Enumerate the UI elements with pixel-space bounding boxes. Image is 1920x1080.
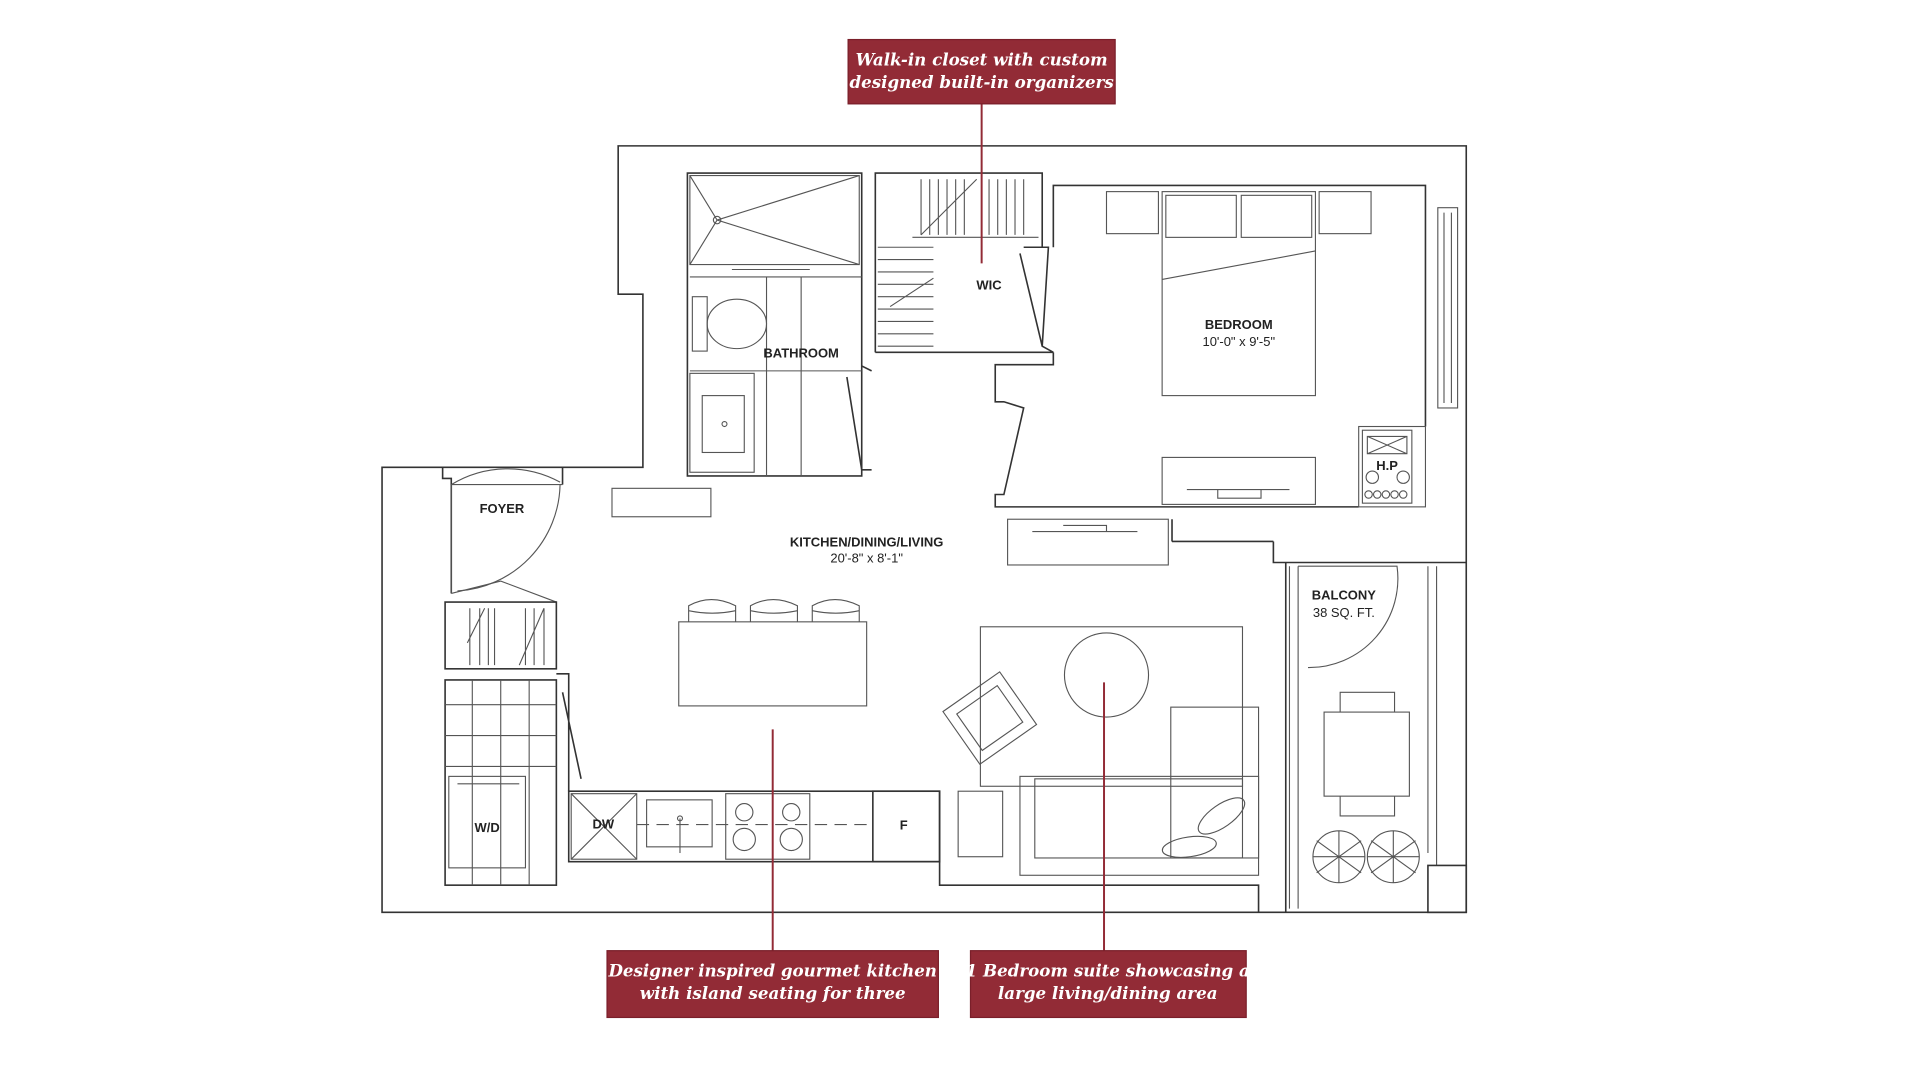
callout-suite: 1 Bedroom suite showcasing a large livin… xyxy=(966,682,1250,1019)
hp-label: H.P xyxy=(1376,458,1398,473)
laundry: W/D xyxy=(444,672,582,886)
foyer-label: FOYER xyxy=(480,501,525,516)
balcony-label: BALCONY xyxy=(1312,588,1376,603)
walk-in-closet: WIC xyxy=(874,172,1054,354)
svg-text:large living/dining area: large living/dining area xyxy=(998,983,1218,1003)
wd-label: W/D xyxy=(475,820,500,835)
bathroom: BATHROOM xyxy=(686,172,872,477)
kitchen-label: KITCHEN/DINING/LIVING xyxy=(790,534,943,549)
svg-text:designed built-in organizers: designed built-in organizers xyxy=(850,72,1115,92)
svg-text:1 Bedroom suite showcasing a: 1 Bedroom suite showcasing a xyxy=(966,961,1250,981)
bedroom: BEDROOM 10'-0" x 9'-5" xyxy=(994,184,1459,508)
foyer: FOYER xyxy=(441,467,712,670)
callout-kitchen: Designer inspired gourmet kitchen with i… xyxy=(606,729,939,1019)
kitchen-dimensions: 20'-8" x 8'-1" xyxy=(830,551,903,566)
bedroom-dimensions: 10'-0" x 9'-5" xyxy=(1202,334,1275,349)
bathroom-label: BATHROOM xyxy=(763,345,838,360)
balcony: BALCONY 38 SQ. FT. xyxy=(1288,565,1468,914)
wic-label: WIC xyxy=(976,277,1002,292)
fridge-label: F xyxy=(900,818,908,833)
heat-pump: H.P xyxy=(1358,425,1427,508)
balcony-area: 38 SQ. FT. xyxy=(1313,605,1375,620)
svg-text:Designer inspired gourmet kitc: Designer inspired gourmet kitchen xyxy=(607,961,936,981)
svg-text:with island seating for three: with island seating for three xyxy=(640,983,906,1003)
living-area xyxy=(938,626,1260,913)
svg-text:Walk-in closet with custom: Walk-in closet with custom xyxy=(856,50,1108,70)
dw-label: DW xyxy=(593,816,615,831)
callout-closet: Walk-in closet with custom designed buil… xyxy=(847,38,1116,264)
exterior-wall xyxy=(381,145,1468,914)
kitchen: DW F KITCHEN/DINING/LIVING 20'-8" x 8'-1… xyxy=(567,518,1169,863)
bedroom-label: BEDROOM xyxy=(1205,317,1273,332)
